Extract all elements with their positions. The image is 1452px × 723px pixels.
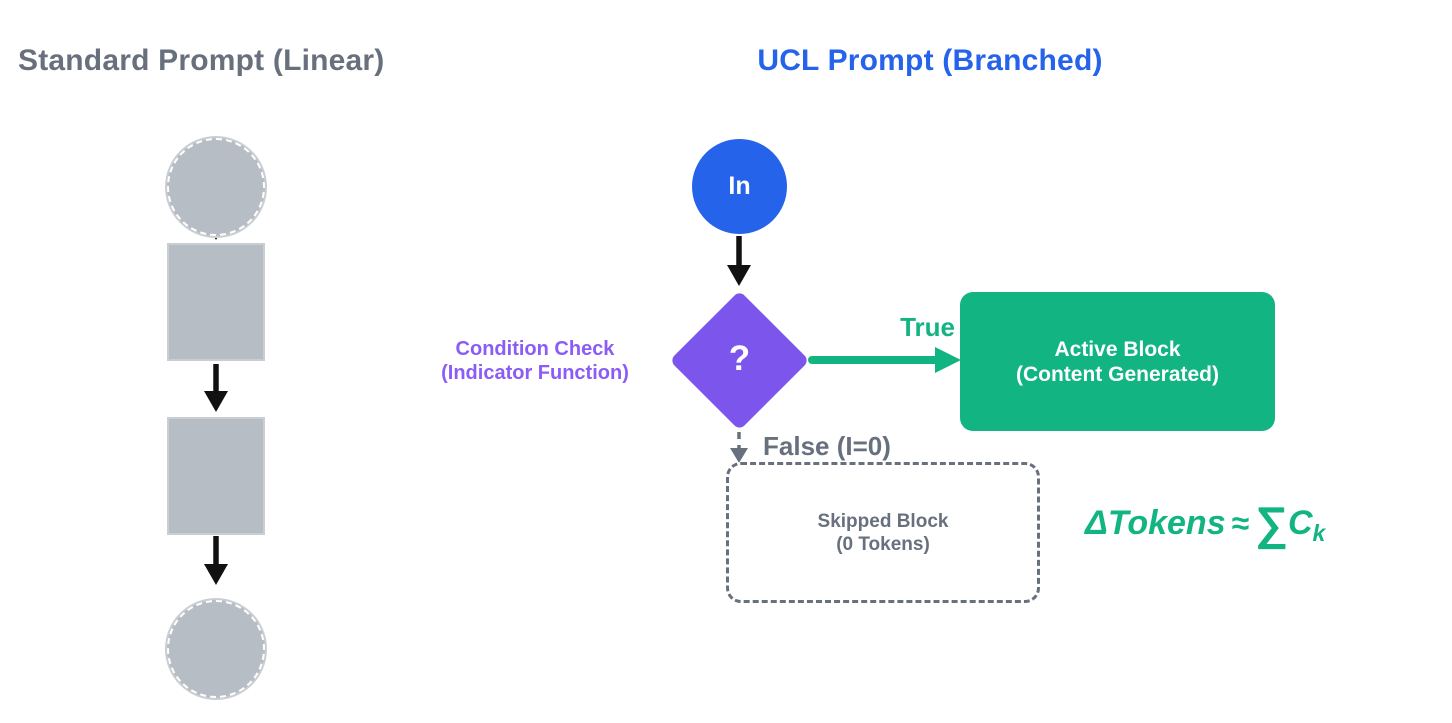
block-1 xyxy=(167,243,265,361)
active-block-line2: (Content Generated) xyxy=(1015,362,1219,386)
arrow-block1-to-block2 xyxy=(204,364,228,412)
condition-symbol: ? xyxy=(728,338,751,378)
formula-base: C xyxy=(1287,504,1313,542)
right-panel-title: UCL Prompt (Branched) xyxy=(757,44,1103,77)
active-block: Active Block (Content Generated) xyxy=(960,292,1275,431)
start-circle xyxy=(167,138,265,236)
formula-subscript: k xyxy=(1312,520,1326,546)
skipped-block-line2: (0 Tokens) xyxy=(836,533,930,555)
skipped-block-line1: Skipped Block xyxy=(817,510,949,532)
token-formula: ΔTokens≈∑Ck xyxy=(1085,496,1325,550)
input-node: In xyxy=(692,139,787,234)
active-block-line1: Active Block xyxy=(1054,337,1181,361)
arrow-true-branch xyxy=(808,347,961,373)
left-panel-title: Standard Prompt (Linear) xyxy=(18,44,385,77)
true-branch-label: True xyxy=(900,312,955,342)
input-node-label: In xyxy=(728,172,751,200)
block-2 xyxy=(167,417,265,535)
arrow-block2-to-end xyxy=(204,536,228,585)
condition-label-line1: Condition Check xyxy=(455,338,615,360)
arrow-false-branch xyxy=(730,432,748,463)
false-branch-label: False (I=0) xyxy=(763,431,891,461)
formula-sum-icon: ∑ xyxy=(1255,497,1288,549)
arrow-in-to-condition xyxy=(727,236,751,286)
end-circle xyxy=(167,600,265,698)
condition-label-line2: (Indicator Function) xyxy=(441,362,629,384)
formula-approx: ≈ xyxy=(1231,505,1250,541)
condition-label: Condition Check (Indicator Function) xyxy=(405,337,665,385)
skipped-block: Skipped Block (0 Tokens) xyxy=(726,462,1040,603)
formula-delta-term: ΔTokens xyxy=(1085,504,1226,542)
